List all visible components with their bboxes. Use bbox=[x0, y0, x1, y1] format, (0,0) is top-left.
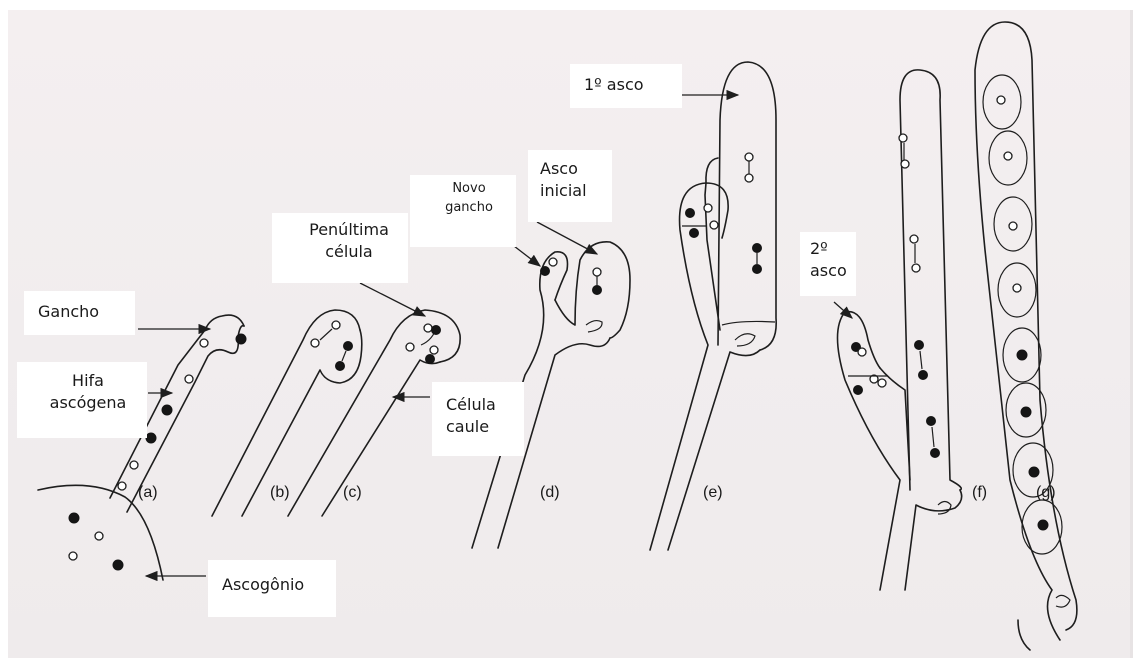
label-primeiro-asco: 1º asco bbox=[570, 64, 682, 108]
stage-label-e: (e) bbox=[703, 484, 723, 502]
label-celula-caule: Célula caule bbox=[432, 382, 524, 456]
label-penultima-celula: Penúltima célula bbox=[272, 213, 408, 283]
stage-f-drawing bbox=[838, 70, 962, 590]
arrow-asco-inicial bbox=[537, 222, 597, 254]
label-segundo-asco: 2º asco bbox=[800, 232, 856, 296]
stage-label-d: (d) bbox=[540, 484, 560, 502]
stage-label-b: (b) bbox=[270, 484, 290, 502]
arrow-novo-gancho bbox=[514, 246, 540, 266]
label-ascogonio: Ascogônio bbox=[208, 560, 336, 617]
label-asco-inicial: Asco inicial bbox=[528, 150, 612, 222]
stage-g-drawing bbox=[975, 22, 1077, 650]
stage-label-c: (c) bbox=[343, 484, 362, 502]
stage-e-drawing bbox=[650, 62, 776, 550]
arrow-penultima bbox=[360, 283, 425, 316]
label-novo-gancho: Novo gancho bbox=[410, 175, 516, 247]
stage-label-g: (g) bbox=[1036, 484, 1056, 502]
stage-label-a: (a) bbox=[138, 484, 158, 502]
stage-a-drawing bbox=[38, 315, 246, 580]
label-gancho: Gancho bbox=[24, 291, 135, 335]
label-hifa-ascogena: Hifa ascógena bbox=[17, 362, 147, 438]
stage-label-f: (f) bbox=[972, 484, 987, 502]
